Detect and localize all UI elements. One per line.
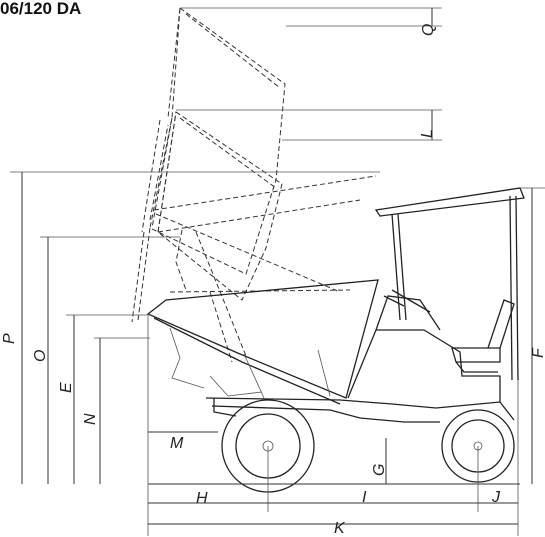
label-I: I — [362, 489, 367, 506]
skip-raised-mid — [149, 111, 377, 363]
model-title: 06/120 DA — [0, 0, 81, 18]
label-M: M — [170, 435, 184, 452]
label-N: N — [82, 413, 99, 425]
label-O: O — [32, 350, 49, 362]
label-G: G — [371, 464, 388, 476]
label-P: P — [1, 333, 18, 344]
dimension-P — [10, 171, 380, 484]
dimension-H — [148, 446, 269, 512]
label-J: J — [491, 489, 501, 506]
label-L: L — [419, 129, 436, 138]
dimension-F — [520, 187, 545, 484]
label-E: E — [58, 382, 75, 393]
label-H: H — [196, 490, 208, 507]
dimension-Q — [180, 7, 442, 27]
dimension-N — [94, 337, 150, 484]
label-Q: Q — [420, 24, 437, 36]
label-F: F — [530, 347, 545, 358]
label-K: K — [334, 520, 346, 537]
dimension-J — [478, 380, 519, 536]
dimension-M — [147, 316, 218, 536]
dimension-L — [176, 109, 442, 141]
skip-raised-max — [131, 7, 286, 323]
dimension-E — [66, 314, 150, 484]
dumper-body — [146, 187, 525, 423]
dimension-I — [268, 446, 479, 512]
dimension-O — [40, 236, 180, 484]
